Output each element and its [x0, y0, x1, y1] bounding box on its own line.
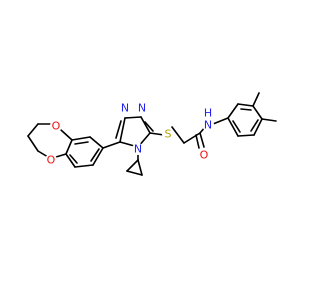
- atom-o-dioxepine-bottom: O: [45, 154, 57, 167]
- bond: [102, 141, 121, 149]
- bond: [227, 103, 239, 119]
- atom-h-amide: H: [202, 107, 214, 120]
- bond: [126, 170, 143, 176]
- bond: [27, 135, 39, 152]
- bond: [60, 129, 73, 141]
- bond: [140, 116, 151, 134]
- bond: [250, 119, 259, 132]
- atom-o-dioxepine-top: O: [50, 120, 62, 133]
- bond: [115, 120, 122, 139]
- atom-o-carbonyl: O: [198, 149, 210, 162]
- bond: [171, 126, 185, 144]
- atom-label: O: [200, 149, 209, 162]
- atom-label: H: [204, 107, 212, 120]
- atom-layer: N N N S O N H O: [45, 102, 214, 167]
- bond: [69, 154, 78, 164]
- molecule-structure: N N N S O N H O: [27, 92, 277, 176]
- atom-label: O: [47, 154, 56, 167]
- bond: [144, 121, 154, 132]
- bond: [199, 132, 205, 148]
- bond: [252, 92, 260, 107]
- bond: [195, 134, 200, 149]
- bond: [237, 103, 254, 107]
- bond: [137, 159, 143, 176]
- molecule-canvas: N N N S O N H O: [27, 92, 277, 176]
- atom-n-amide: N: [202, 119, 214, 132]
- atom-label: N: [121, 102, 129, 115]
- atom-n-triazole-4: N: [132, 143, 144, 156]
- bond: [74, 164, 94, 168]
- atom-label: N: [204, 119, 212, 132]
- atom-n-triazole-2: N: [136, 102, 148, 115]
- bond: [92, 147, 104, 166]
- atom-label: N: [134, 143, 142, 156]
- bond: [74, 141, 89, 145]
- bond: [126, 159, 139, 172]
- bond: [227, 117, 239, 137]
- bond: [119, 117, 126, 143]
- atom-label: S: [165, 128, 172, 141]
- bond: [232, 120, 241, 133]
- bond: [55, 153, 67, 158]
- bond: [240, 108, 252, 111]
- bond: [65, 153, 76, 168]
- bond: [261, 118, 277, 122]
- bond: [37, 150, 49, 158]
- bond: [183, 132, 201, 144]
- bond: [253, 118, 263, 136]
- atom-s-thioether: S: [162, 128, 174, 141]
- bond: [89, 136, 104, 149]
- bond: [149, 132, 165, 136]
- atom-label: N: [138, 102, 146, 115]
- bond: [237, 134, 255, 137]
- atom-n-triazole-1: N: [119, 102, 131, 115]
- bond-layer: [27, 92, 277, 176]
- bond: [90, 148, 100, 162]
- bond: [212, 117, 229, 125]
- bond: [65, 139, 73, 155]
- bond: [252, 105, 263, 120]
- bond: [71, 136, 91, 141]
- bond: [124, 116, 142, 119]
- atom-label: O: [52, 120, 61, 133]
- bond: [27, 123, 39, 137]
